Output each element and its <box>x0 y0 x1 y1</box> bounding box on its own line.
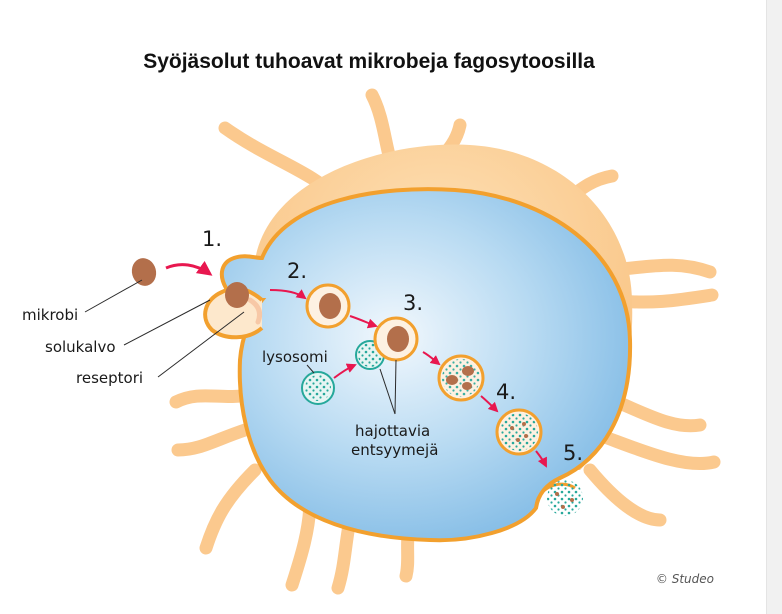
label-enzymes-line2: entsyymejä <box>351 441 438 459</box>
step-3-label: 3. <box>403 291 423 315</box>
label-mikrobi: mikrobi <box>22 306 78 324</box>
arrow-lysosome <box>333 363 357 379</box>
step-1-label: 1. <box>202 227 222 251</box>
arrow-step3b <box>422 351 441 366</box>
label-reseptori: reseptori <box>76 369 143 387</box>
label-solukalvo: solukalvo <box>45 338 116 356</box>
diagram-title: Syöjäsolut tuhoavat mikrobeja fagosytoos… <box>143 50 595 73</box>
arrow-step3 <box>349 315 378 329</box>
bound-microbe <box>225 282 249 308</box>
arrow-step4 <box>480 395 499 413</box>
arrow-engulf <box>165 260 213 276</box>
digested-vesicle <box>495 408 543 456</box>
arrow-step5 <box>535 450 547 468</box>
step-2-label: 2. <box>287 259 307 283</box>
arrow-step2 <box>269 289 307 300</box>
lysosome-fusing <box>355 316 419 370</box>
step-4-label: 4. <box>496 380 516 404</box>
exocytosis-residue <box>534 480 583 516</box>
receptor-fringe <box>247 297 263 325</box>
leader-lines <box>84 279 397 415</box>
free-microbe <box>131 258 157 286</box>
process-arrows <box>165 260 547 468</box>
step-5-label: 5. <box>563 441 583 465</box>
credit-text: © Studeo <box>656 572 714 586</box>
phagolysosome <box>437 354 485 402</box>
lysosome <box>301 371 335 405</box>
label-enzymes-line1: hajottavia <box>355 422 430 440</box>
label-lysosomi: lysosomi <box>262 348 328 366</box>
phagosome <box>305 283 351 329</box>
vertical-scrollbar[interactable] <box>766 0 782 614</box>
